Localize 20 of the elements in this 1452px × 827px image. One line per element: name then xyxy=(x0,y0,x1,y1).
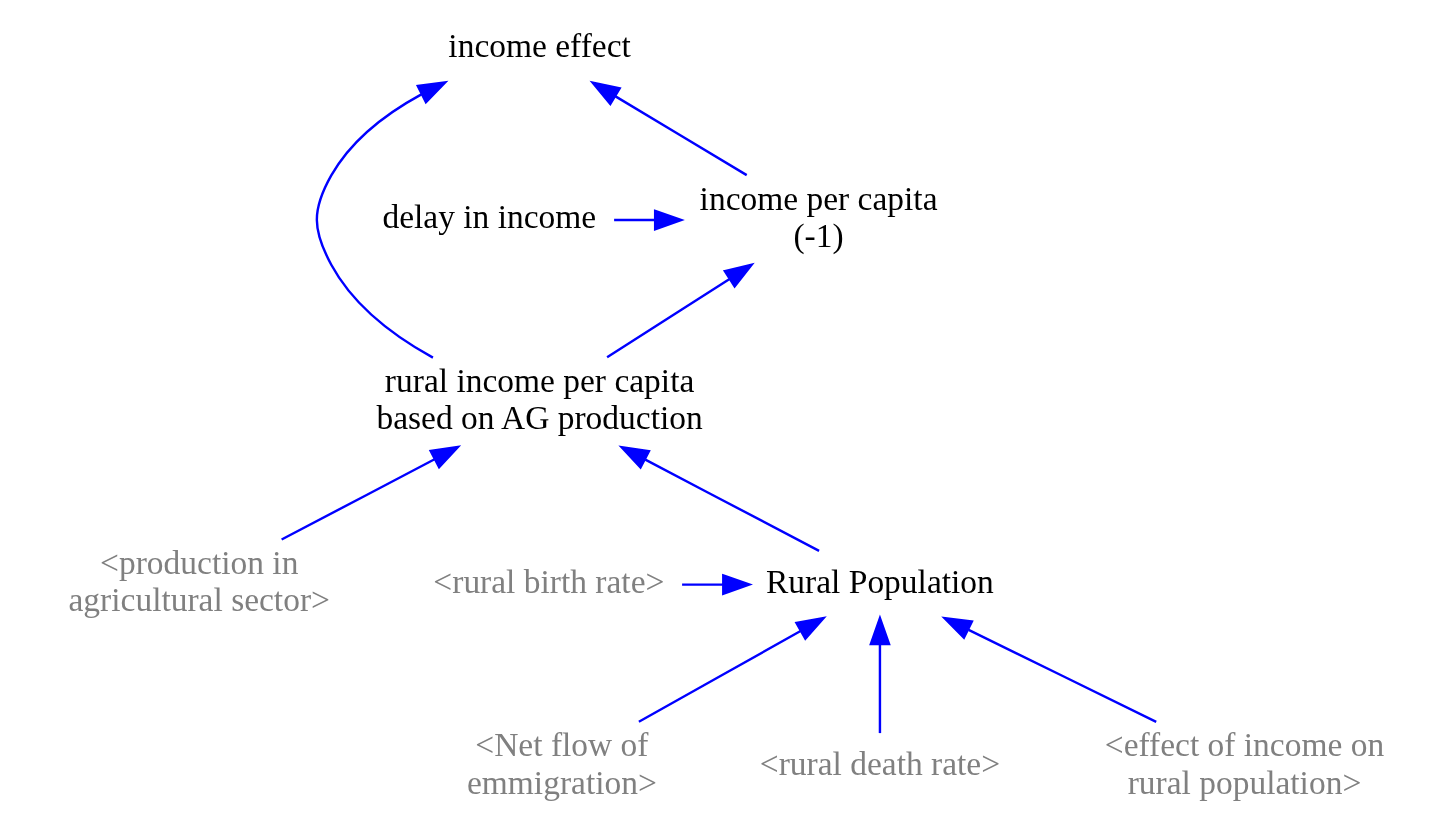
arrow xyxy=(940,616,1157,723)
arrow xyxy=(605,262,755,359)
node-text: Rural Population xyxy=(765,562,994,600)
node-text: delay in income xyxy=(381,198,596,236)
node-text: <rural death rate> xyxy=(759,745,1000,783)
arrow xyxy=(613,209,685,231)
node-text: rural income per capita based on AG production xyxy=(375,361,703,437)
node-text: <Net flow of emmigration> xyxy=(466,726,657,801)
arrow xyxy=(681,573,753,596)
node-text: <rural birth rate> xyxy=(432,562,664,600)
arrow xyxy=(280,445,461,541)
node-text: <effect of income on rural population> xyxy=(1104,726,1384,801)
node-text: income effect xyxy=(447,27,631,65)
arrow xyxy=(868,614,891,734)
node-text: <production in agricultural sector> xyxy=(68,544,330,619)
arrow xyxy=(589,80,747,177)
node-text: income per capita (-1) xyxy=(699,179,938,254)
arrow xyxy=(617,445,820,552)
arrow xyxy=(315,80,448,359)
arrow xyxy=(637,616,827,723)
